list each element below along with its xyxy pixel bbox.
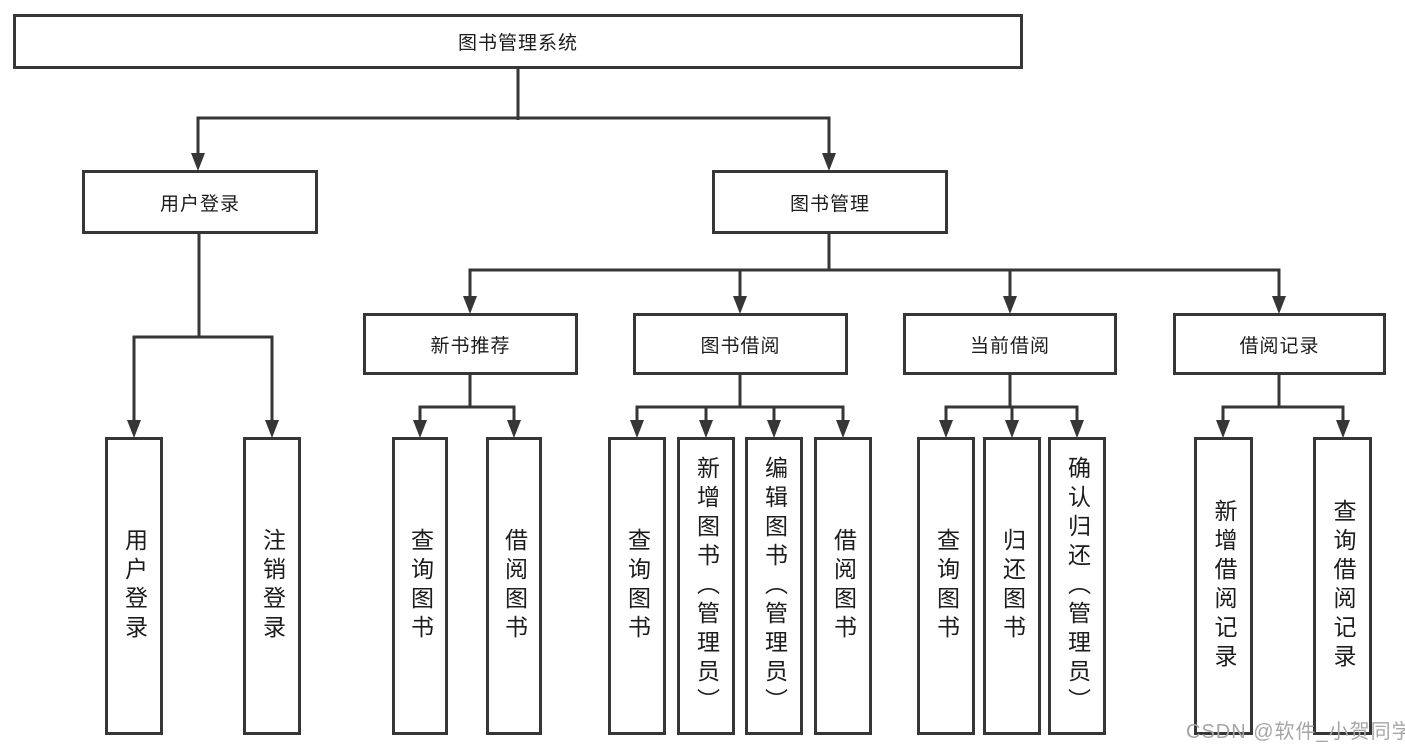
node-user-login: 用户登录: [82, 170, 318, 234]
leaf-logout: 注销登录: [243, 437, 301, 735]
leaf-label: 查询图书: [933, 528, 960, 644]
connector-path: [132, 69, 1345, 424]
leaf-label: 新增图书（管理员）: [693, 455, 720, 717]
csdn-watermark: CSDN @软件_小贺同学: [1186, 721, 1405, 743]
leaf-confirm-return-admin: 确认归还（管理员）: [1048, 437, 1106, 735]
node-borrow-records: 借阅记录: [1173, 313, 1386, 375]
node-new-book-recommend: 新书推荐: [363, 313, 578, 375]
leaf-borrow-books-recommend: 借阅图书: [486, 437, 542, 735]
node-book-management: 图书管理: [712, 170, 948, 234]
node-library-management-system: 图书管理系统: [13, 14, 1023, 69]
leaf-add-borrow-record: 新增借阅记录: [1194, 437, 1253, 735]
leaf-label: 注销登录: [259, 528, 286, 644]
node-label: 图书借阅: [700, 335, 781, 357]
leaf-label: 查询图书: [407, 528, 434, 644]
node-label: 当前借阅: [969, 335, 1050, 357]
leaf-user-login: 用户登录: [105, 437, 163, 735]
leaf-edit-book-admin: 编辑图书（管理员）: [745, 437, 803, 735]
leaf-label: 查询借阅记录: [1330, 499, 1356, 673]
leaf-label: 编辑图书（管理员）: [761, 455, 788, 717]
leaf-label: 确认归还（管理员）: [1064, 455, 1091, 717]
leaf-query-borrow-record: 查询借阅记录: [1313, 437, 1372, 735]
leaf-label: 归还图书: [999, 528, 1026, 644]
leaf-borrow-books: 借阅图书: [814, 437, 872, 735]
node-label: 图书管理系统: [457, 33, 578, 54]
node-label: 借阅记录: [1239, 335, 1320, 357]
leaf-label: 新增借阅记录: [1211, 499, 1237, 673]
node-book-borrow: 图书借阅: [633, 313, 848, 375]
node-label: 图书管理: [789, 193, 870, 215]
node-label: 用户登录: [159, 193, 240, 215]
leaf-label: 借阅图书: [501, 528, 528, 644]
leaf-label: 查询图书: [624, 528, 651, 644]
node-current-borrow: 当前借阅: [903, 313, 1117, 375]
leaf-query-books-recommend: 查询图书: [392, 437, 448, 735]
leaf-add-book-admin: 新增图书（管理员）: [677, 437, 735, 735]
leaf-label: 借阅图书: [830, 528, 857, 644]
node-label: 新书推荐: [430, 335, 511, 357]
leaf-return-book: 归还图书: [983, 437, 1041, 735]
leaf-query-books-current: 查询图书: [917, 437, 975, 735]
leaf-query-books-borrow: 查询图书: [608, 437, 666, 735]
leaf-label: 用户登录: [121, 528, 148, 644]
